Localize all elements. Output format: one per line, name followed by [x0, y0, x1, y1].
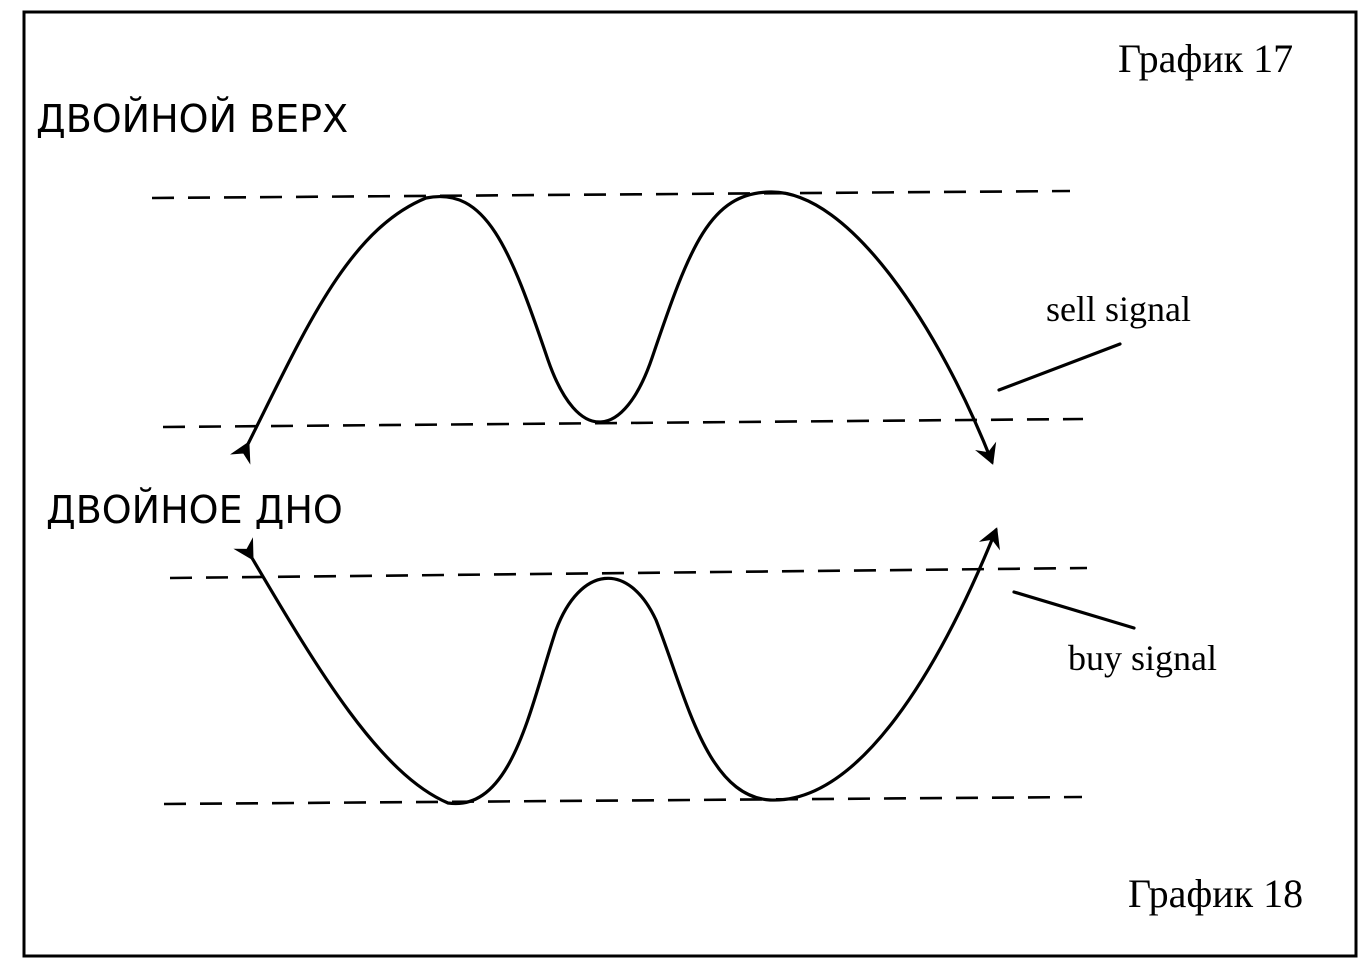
buy-signal-label: buy signal: [1068, 638, 1217, 678]
double-top-resistance-line: [151, 189, 1071, 200]
double-bottom-support-line: [163, 795, 1083, 806]
sell-signal-pointer: [997, 342, 1122, 392]
double-top-curve: [230, 190, 997, 465]
chart-18-label: График 18: [1128, 871, 1303, 916]
double-bottom-resistance-line: [169, 566, 1088, 580]
double-top-support-line: [162, 417, 1084, 429]
sell-signal-label: sell signal: [1046, 289, 1191, 329]
buy-signal-pointer: [1012, 590, 1136, 630]
chart-17-label: График 17: [1118, 36, 1293, 81]
double-top-title: ДВОЙНОЙ ВЕРХ: [36, 97, 348, 141]
double-bottom-curve: [233, 527, 1000, 805]
diagram-frame: [22, 10, 1358, 958]
double-bottom-title: ДВОЙНОЕ ДНО: [46, 488, 343, 532]
